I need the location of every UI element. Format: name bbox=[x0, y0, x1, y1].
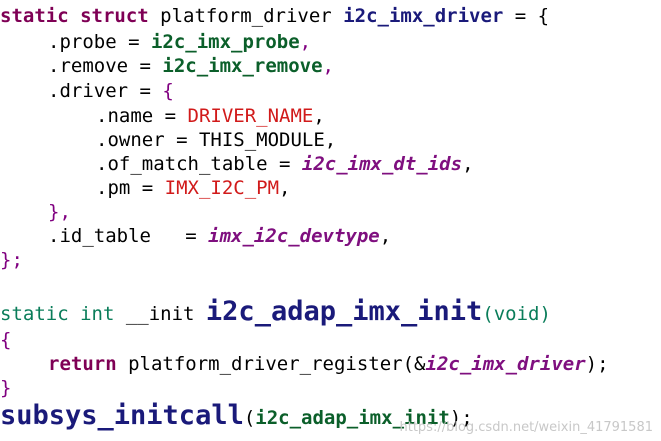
code-token: static bbox=[0, 303, 81, 325]
code-line: .id_table = imx_i2c_devtype, bbox=[0, 224, 391, 248]
code-token: platform_driver_register(& bbox=[128, 353, 426, 375]
code-token: , bbox=[279, 177, 291, 199]
code-line: .of_match_table = i2c_imx_dt_ids, bbox=[0, 152, 474, 176]
code-line: static struct platform_driver i2c_imx_dr… bbox=[0, 4, 549, 28]
code-line: .pm = IMX_I2C_PM, bbox=[0, 176, 290, 200]
code-line: .remove = i2c_imx_remove, bbox=[0, 54, 334, 78]
code-token: ( bbox=[243, 407, 256, 429]
code-token: THIS_MODULE bbox=[198, 129, 325, 151]
code-token: .probe = bbox=[48, 31, 151, 53]
code-token: .pm = bbox=[96, 177, 165, 199]
code-token: , bbox=[324, 129, 337, 151]
code-line: }; bbox=[0, 248, 23, 272]
code-token: ); bbox=[449, 407, 473, 429]
code-line: subsys_initcall(i2c_adap_imx_init); bbox=[0, 400, 473, 432]
code-token: imx_i2c_devtype bbox=[208, 225, 380, 247]
code-token: static bbox=[0, 5, 81, 27]
code-token: }, bbox=[48, 201, 71, 223]
code-token: .of_match_table = bbox=[96, 153, 302, 175]
code-token: .name = bbox=[96, 105, 188, 127]
code-token: __init bbox=[125, 303, 206, 325]
code-token: i2c_imx_dt_ids bbox=[301, 153, 463, 175]
code-token: , bbox=[379, 225, 392, 247]
code-line: .owner = THIS_MODULE, bbox=[0, 128, 336, 152]
code-line: { bbox=[0, 328, 11, 352]
code-token: (void) bbox=[482, 303, 551, 325]
code-line: static int __init i2c_adap_imx_init(void… bbox=[0, 296, 551, 328]
code-token: ); bbox=[585, 353, 609, 375]
code-token: platform_driver bbox=[160, 5, 344, 27]
code-token: i2c_adap_imx_init bbox=[205, 296, 483, 327]
code-token: .owner = bbox=[96, 129, 199, 151]
code-token: i2c_imx_driver bbox=[343, 5, 504, 27]
code-token: .remove = bbox=[48, 55, 163, 77]
code-token: , bbox=[313, 105, 325, 127]
code-token: { bbox=[162, 80, 174, 102]
code-token: int bbox=[80, 303, 126, 325]
code-token: , bbox=[299, 31, 312, 53]
watermark: https://blog.csdn.net/weixin_41791581 bbox=[399, 420, 653, 435]
code-token: i2c_imx_remove bbox=[162, 55, 323, 77]
code-token: .driver = bbox=[48, 80, 163, 102]
code-line: }, bbox=[0, 200, 71, 224]
code-line: } bbox=[0, 376, 11, 400]
code-line: return platform_driver_register(&i2c_imx… bbox=[0, 352, 609, 376]
code-line: .name = DRIVER_NAME, bbox=[0, 104, 325, 128]
code-token: } bbox=[0, 377, 12, 399]
code-token: subsys_initcall bbox=[0, 400, 244, 431]
code-token: , bbox=[462, 153, 474, 175]
code-token: , bbox=[322, 55, 334, 77]
code-token: i2c_adap_imx_init bbox=[255, 407, 450, 429]
code-line: .probe = i2c_imx_probe, bbox=[0, 30, 311, 54]
code-token: IMX_I2C_PM bbox=[164, 177, 280, 199]
code-token: { bbox=[0, 329, 12, 351]
code-token: struct bbox=[80, 5, 161, 27]
code-token: i2c_imx_driver bbox=[425, 353, 586, 375]
code-token: return bbox=[48, 353, 129, 375]
code-line: .driver = { bbox=[0, 79, 174, 103]
code-token: DRIVER_NAME bbox=[187, 105, 314, 127]
code-token: }; bbox=[0, 249, 23, 271]
code-token: .id_table = bbox=[48, 225, 209, 247]
code-token: i2c_imx_probe bbox=[150, 31, 300, 53]
code-token: = { bbox=[503, 5, 550, 27]
